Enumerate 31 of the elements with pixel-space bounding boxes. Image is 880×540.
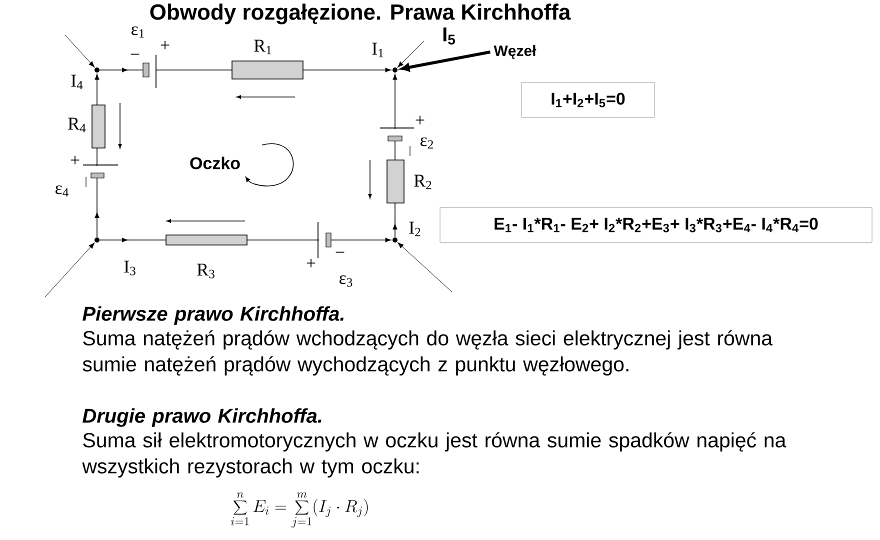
- section-heading: Pierwsze prawo Kirchhoffa.: [82, 306, 344, 325]
- circuit-label: I$_{3}$: [124, 260, 136, 276]
- paragraph: Suma sił elektromotorycznych w oczku jest równa sumie spadków napięć na wszystkich rezystorach w tym oczku:: [82, 432, 786, 478]
- circuit-label: ε$_{2}$: [420, 137, 433, 149]
- circuit-label: I$_{5}$: [443, 28, 456, 44]
- arrow: [64, 34, 95, 68]
- text-label: Węzeł: [494, 45, 536, 59]
- polarity-sign: −: [336, 252, 344, 253]
- loop-label: Oczko: [190, 156, 240, 170]
- arrow: [398, 242, 452, 292]
- equation-box: E$_{1}$- I$_{1}$*R$_{1}$- E$_{2}$+ I$_{2}$*R$_{2}$+E$_{3}$+ I$_{3}$*R$_{3}$+E$_{4}$- I$_{4}$*R$_{4}$=0: [440, 207, 872, 243]
- polarity-sign: +: [306, 258, 316, 268]
- polarity-sign: +: [160, 40, 170, 50]
- section-heading: Drugie prawo Kirchhoffa.: [82, 408, 322, 427]
- circuit-label: I$_{4}$: [71, 74, 83, 90]
- circuit-label: ε$_{3}$: [340, 275, 352, 287]
- title: Obwody rozgałęzione. Prawa Kirchhoffa: [150, 4, 571, 24]
- circuit-label: R$_{2}$: [414, 174, 432, 190]
- polarity-sign: −: [130, 54, 140, 55]
- circuit-label: R$_{1}$: [254, 40, 272, 54]
- formula: $\sum_{i=1}^{n} E_i = \sum_{j=1}^{m}(I_j \cdot R_j)$: [231, 492, 368, 528]
- paragraph: Suma natężeń prądów wchodzących do węzła sieci elektrycznej jest równa sumie natężeń prądów wychodzących z punktu węzłowego.: [82, 330, 773, 376]
- circuit-label: I$_{2}$: [409, 222, 420, 236]
- circuit-label: R$_{4}$: [68, 118, 86, 132]
- polarity-sign: +: [416, 116, 424, 124]
- arrow: [44, 242, 95, 298]
- circuit-label: R$_{3}$: [197, 264, 214, 278]
- equation-box: I$_{1}$+I$_{2}$+I$_{5}$=0: [521, 82, 655, 118]
- arrow: [397, 40, 424, 68]
- polarity-sign: +: [70, 156, 80, 164]
- pointer-arrow: [400, 50, 490, 72]
